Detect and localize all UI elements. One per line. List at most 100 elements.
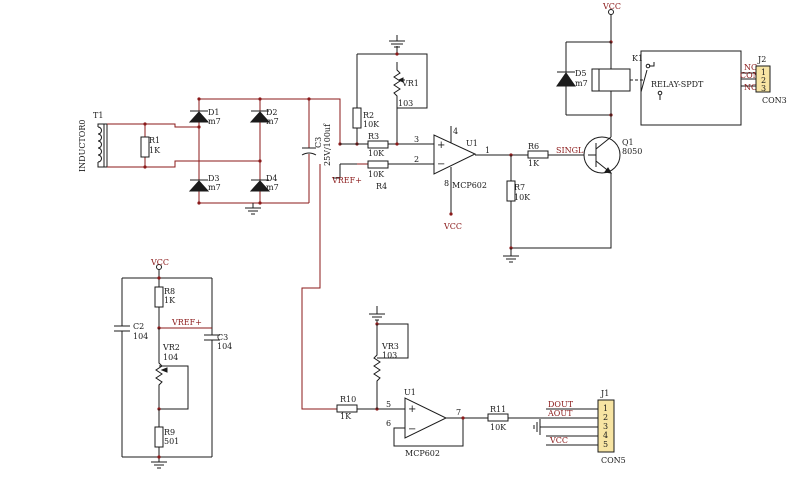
u1a-pin4: 4 [453,127,458,136]
u1a-pin2: 2 [414,155,419,164]
c2-ref: C2 [133,322,144,331]
u1b-minus: − [408,424,416,435]
opamp-u1b: + − U1 MCP602 [404,388,448,458]
potentiometer-vr1: VR1 103 [393,62,419,144]
j1-pin2: 2 [603,413,608,422]
dout-label: DOUT [548,400,574,409]
k1-ref: K1 [632,54,643,63]
c3b-ref: C3 [217,333,228,342]
d4-ref: D4 [266,174,278,183]
j2-pin3: 3 [761,84,766,93]
r1-value: 1K [149,146,161,155]
transformer-t1: T1 INDUCTOR0 [78,111,108,172]
j1-pin1: 1 [603,404,608,413]
d3-ref: D3 [208,174,220,183]
potentiometer-vr3: VR3 103 [373,324,399,409]
com-label: COM [740,71,761,80]
u1b-ref: U1 [404,388,416,397]
u1a-pin1: 1 [485,146,490,155]
vcc-u1a-label: VCC [443,222,462,231]
ground-left [151,461,167,469]
vref-in-label: VREF+ [331,176,362,185]
u1b-pin7: 7 [456,408,461,417]
u1a-plus: + [437,140,445,151]
j1-pin5: 5 [603,440,608,449]
ground-j1 [533,419,546,435]
resistor-r6 [527,150,549,159]
c3-ref: C3 [314,137,323,148]
capacitor-c2: C2 104 [114,322,148,341]
r10-ref: R10 [340,395,356,404]
u1b-plus: + [408,404,416,415]
c3b-value: 104 [217,342,232,351]
diode-d5: D5 m7 [556,69,588,88]
ground-r7 [503,248,519,263]
vcc-top-label: VCC [602,2,621,11]
u1a-pin8: 8 [444,179,449,188]
r6-value: 1K [528,159,540,168]
potentiometer-vr2: VR2 104 [155,343,189,410]
r7-value: 10K [514,193,531,202]
d4-value: m7 [266,183,279,192]
r2-value: 10K [363,120,380,129]
u1a-ref: U1 [466,139,478,148]
r9-value: 501 [164,437,179,446]
resistor-r4 [367,160,389,169]
no-label: NO [744,83,758,92]
r2-ref: R2 [363,111,374,120]
r6-ref: R6 [528,142,539,151]
r1-ref: R1 [149,136,160,145]
vr1-ref: VR1 [401,79,419,88]
u1b-value: MCP602 [405,449,440,458]
capacitor-c3b: C3 104 [204,333,232,351]
r11-value: 10K [490,423,507,432]
r8-value: 1K [164,296,176,305]
ground-bridge [245,203,261,215]
c2-value: 104 [133,332,148,341]
diode-d1: D1 m7 [188,108,221,126]
d5-ref: D5 [575,69,587,78]
relay-k1: K1 RELAY-SPDT [591,50,742,126]
d5-value: m7 [575,79,588,88]
j2-pin2: 2 [761,76,766,85]
d1-ref: D1 [208,108,220,117]
r3-value: 10K [368,149,385,158]
resistor-r3 [367,140,389,149]
u1a-minus: − [437,159,445,170]
vr1-value: 103 [398,99,413,108]
r11-ref: R11 [490,405,506,414]
ground-vr3 [369,306,385,321]
vcc-left-label: VCC [150,258,169,267]
j1-value: CON5 [601,456,626,465]
resistor-r9 [154,426,164,448]
k1-value: RELAY-SPDT [651,80,704,89]
vr3-ref: VR3 [381,342,399,351]
r4-value: 10K [368,170,385,179]
t1-ref: T1 [93,111,103,120]
r10-value: 1K [340,412,352,421]
u1b-pin5: 5 [386,400,391,409]
u1b-pin6: 6 [386,419,391,428]
r8-ref: R8 [164,287,175,296]
vr3-value: 103 [382,351,397,360]
t1-name: INDUCTOR0 [78,120,87,172]
diode-d2: D2 m7 [249,108,279,126]
j1-pin4: 4 [603,431,608,440]
j1-ref: J1 [600,389,609,398]
resistor-r11 [487,413,509,422]
diode-d3: D3 m7 [188,174,221,192]
transistor-q1: Q1 8050 [583,127,642,178]
vr2-ref: VR2 [162,343,180,352]
c3-value: 25V/100uf [323,123,332,166]
resistor-r8 [154,286,164,308]
q1-ref: Q1 [622,138,634,147]
aout-label: AOUT [547,409,573,418]
r4-ref: R4 [376,182,387,191]
singl-label: SINGL [556,146,584,155]
connector-j2: J2 1 2 3 CON3 [755,55,787,105]
q1-value: 8050 [622,147,642,156]
vref-div-label: VREF+ [171,318,202,327]
j2-ref: J2 [757,55,766,64]
resistor-r1 [140,136,150,158]
